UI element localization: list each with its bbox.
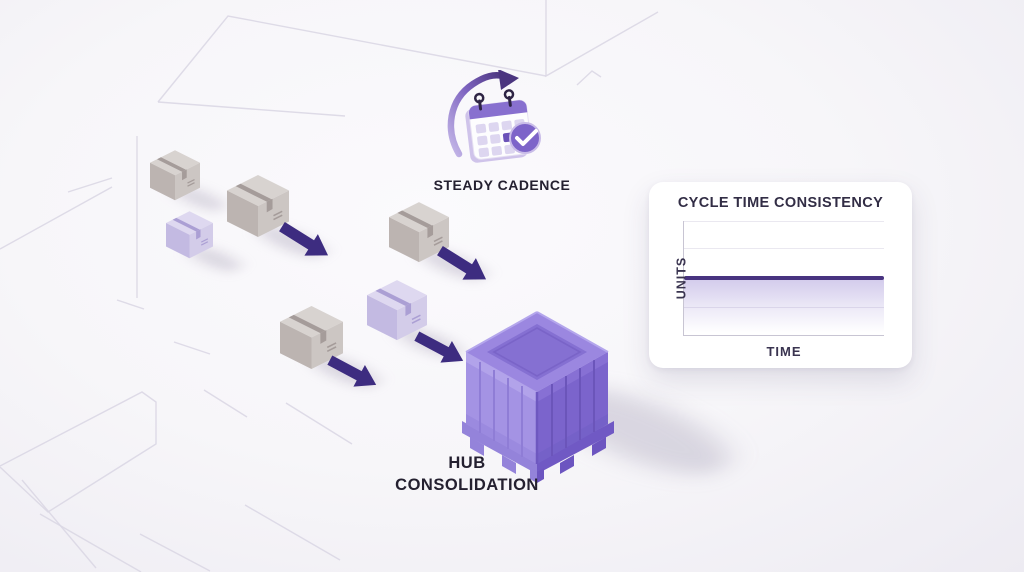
flow-arrow-4 bbox=[414, 331, 464, 363]
chart-gridline bbox=[684, 248, 884, 250]
flow-arrow-1 bbox=[279, 221, 329, 256]
hub-crate-icon bbox=[462, 311, 614, 483]
steady-cadence-calendar-icon bbox=[447, 70, 541, 163]
y-axis-label: UNITS bbox=[674, 256, 689, 300]
check-badge bbox=[509, 122, 541, 154]
flow-arrow-3 bbox=[327, 355, 377, 387]
check-icon bbox=[515, 129, 538, 146]
cycle-arrowhead-icon bbox=[498, 70, 519, 90]
hub-label-line2: CONSOLIDATION bbox=[395, 476, 539, 494]
chart-area-fill bbox=[684, 278, 884, 335]
hub-label-line1: HUB bbox=[448, 454, 486, 472]
steady-cadence-label: STEADY CADENCE bbox=[433, 177, 571, 193]
parcel-box-gray-2 bbox=[227, 175, 289, 238]
x-axis-label: TIME bbox=[766, 344, 802, 359]
flow-arrow-2 bbox=[437, 245, 487, 280]
chart-plot-area: UNITS TIME bbox=[674, 221, 884, 359]
parcel-box-gray-1 bbox=[150, 150, 200, 201]
chart-title: CYCLE TIME CONSISTENCY bbox=[677, 195, 884, 211]
parcel-box-lavender-1 bbox=[166, 211, 213, 259]
parcel-box-lavender-2 bbox=[367, 280, 427, 341]
cycle-arrow-icon bbox=[447, 72, 507, 158]
cycle-time-consistency-card: CYCLE TIME CONSISTENCY UNITS TIME bbox=[649, 182, 912, 368]
hub-consolidation-label: HUB CONSOLIDATION bbox=[395, 452, 539, 496]
chart-flat-line bbox=[684, 276, 884, 280]
chart-gridline bbox=[684, 306, 884, 308]
chart-gridline bbox=[684, 221, 884, 222]
